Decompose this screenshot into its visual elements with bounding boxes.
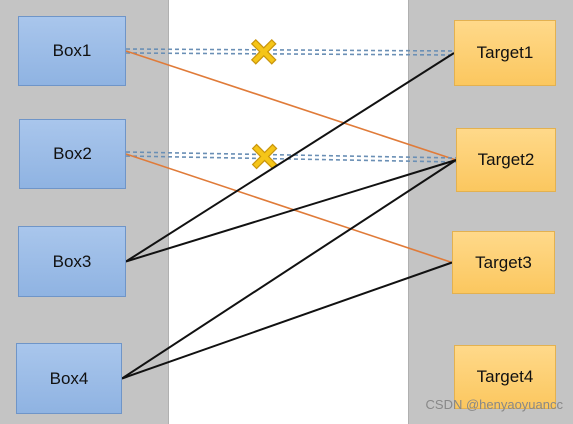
line-box1-target1 [125, 48, 455, 56]
box2-label: Box2 [53, 144, 92, 163]
watermark: CSDN @henyaoyuancc [425, 397, 563, 412]
target2[interactable]: Target2 [456, 128, 556, 192]
box1[interactable]: Box1 [18, 16, 126, 86]
target2-label: Target2 [477, 150, 535, 169]
target4[interactable]: Target4 [454, 345, 556, 409]
target1-label: Target1 [476, 43, 534, 62]
box4-label: Box4 [49, 368, 89, 388]
line-box1-target2 [125, 50, 457, 161]
line-box4-target3 [121, 261, 453, 380]
box1-label: Box1 [52, 41, 92, 60]
box4[interactable]: Box4 [16, 343, 122, 414]
line-box4-target2 [121, 159, 457, 380]
box3[interactable]: Box3 [18, 226, 126, 297]
blocked-cross-icon [250, 38, 277, 65]
line-box2-target3 [125, 153, 453, 264]
target4-label: Target4 [476, 367, 534, 386]
target3[interactable]: Target3 [452, 231, 555, 294]
target3-label: Target3 [475, 252, 532, 272]
target1[interactable]: Target1 [454, 20, 556, 86]
box2[interactable]: Box2 [19, 119, 126, 189]
line-box3-target2 [125, 159, 457, 263]
line-box2-target2 [125, 151, 457, 163]
blocked-cross-icon [251, 143, 278, 170]
line-box3-target1 [125, 52, 455, 263]
box3-label: Box3 [52, 251, 92, 271]
